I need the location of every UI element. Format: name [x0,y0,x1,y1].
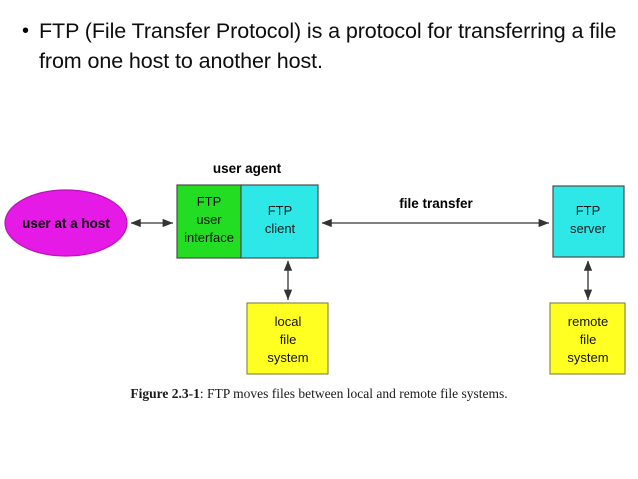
user-at-a-host-node [4,189,128,257]
remote-file-system-label-line1: remote [568,314,608,329]
figure-caption: Figure 2.3-1: FTP moves files between lo… [0,386,638,402]
local-file-system-label-line3: system [267,350,308,365]
local-file-system-node [246,302,329,375]
local-file-system-label-line1: local [275,314,302,329]
figure-caption-number: Figure 2.3-1 [130,386,200,401]
ftp-user-interface-label-line2: user [196,212,222,227]
bullet-text: FTP (File Transfer Protocol) is a protoc… [39,19,617,73]
remote-file-system-label-line2: file [580,332,597,347]
ftp-server-label-line2: server [570,221,607,236]
local-file-system-label-line2: file [280,332,297,347]
ftp-client-node [240,184,319,259]
remote-file-system-node [549,302,626,375]
user-at-a-host-label: user at a host [22,216,110,231]
figure-caption-text: FTP moves files between local and remote… [207,386,508,401]
ftp-client-label-line2: client [265,221,296,236]
figure-caption-separator: : [199,386,208,401]
user-agent-group-label: user agent [213,161,282,176]
ftp-user-interface-node [176,184,242,259]
ftp-server-label-line1: FTP [576,203,601,218]
remote-file-system-label-line3: system [567,350,608,365]
ftp-user-interface-label-line1: FTP [197,194,222,209]
bullet-paragraph: • FTP (File Transfer Protocol) is a prot… [22,16,622,76]
ftp-user-interface-label-line3: interface [184,230,234,245]
file-transfer-label: file transfer [399,196,473,211]
ftp-server-node [552,185,625,258]
ftp-architecture-diagram: user agent user at a host FTP user inter… [0,140,638,420]
bullet-marker-icon: • [22,20,30,42]
ftp-client-label-line1: FTP [268,203,293,218]
